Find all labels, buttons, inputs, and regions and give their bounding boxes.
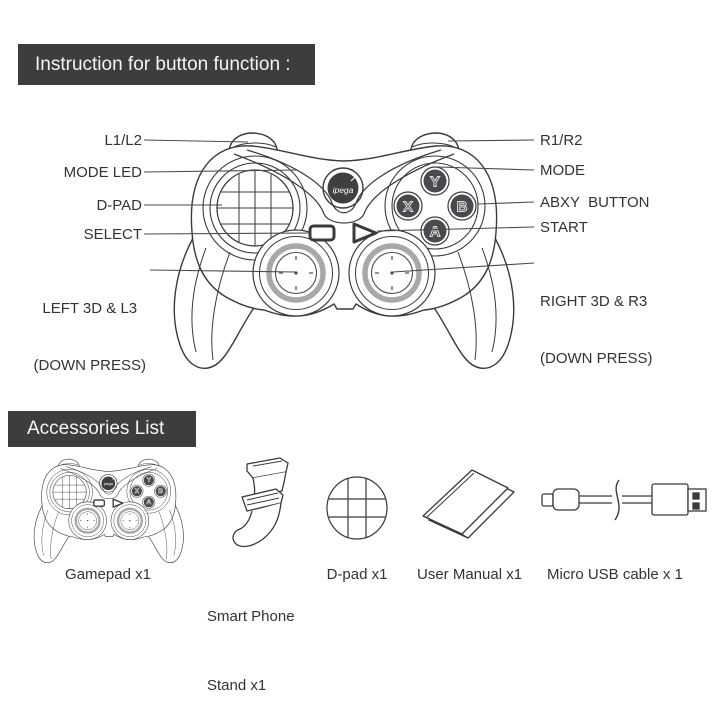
label-right-3d-r3-line2: (DOWN PRESS): [540, 350, 653, 367]
label-start: START: [540, 219, 588, 236]
leader-line-select: [143, 232, 311, 235]
leader-line-l1l2: [143, 139, 249, 143]
leader-lines: [143, 139, 535, 273]
b-button: B: [447, 191, 477, 221]
leader-line-left3d: [149, 269, 297, 273]
label-d-pad: D-PAD: [96, 197, 142, 214]
left-analog-stick: [252, 229, 340, 317]
label-abxy-button: ABXY BUTTON: [540, 194, 650, 211]
label-select: SELECT: [83, 226, 142, 243]
accessory-gamepad-drawing: [32, 457, 185, 564]
d-pad: [216, 169, 294, 247]
select-button: [308, 224, 336, 242]
x-button: X: [393, 191, 423, 221]
abxy-buttons: Y X B A: [393, 166, 477, 246]
leader-line-r1r2: [447, 139, 535, 142]
x-button-letter: X: [403, 199, 413, 216]
leader-line-mode: [436, 166, 535, 171]
accessory-label-dpad: D-pad x1: [326, 566, 388, 583]
label-l1-l2: L1/L2: [104, 132, 142, 149]
accessory-user-manual-drawing: [422, 469, 515, 539]
a-button-letter: A: [430, 224, 441, 241]
leader-line-start: [376, 226, 535, 232]
y-button-letter: Y: [430, 174, 440, 191]
label-left-3d-l3-line1: LEFT 3D & L3: [42, 300, 138, 317]
a-button: A: [420, 216, 450, 246]
label-mode-led: MODE LED: [63, 164, 142, 181]
accessories-title: Accessories List: [27, 418, 165, 439]
grip-seams: [191, 247, 497, 361]
accessory-dpad-drawing: [326, 476, 388, 540]
label-right-3d-r3-line1: RIGHT 3D & R3: [540, 293, 648, 310]
accessory-label-phone-stand: Smart Phone Stand x1: [207, 559, 295, 720]
accessory-label-usb-cable: Micro USB cable x 1: [547, 566, 683, 583]
leader-line-mode-led: [143, 169, 299, 173]
accessories-title-bar: Accessories List: [8, 411, 196, 447]
accessory-phone-stand-drawing: [232, 457, 289, 548]
brand-logo: ipega: [322, 167, 364, 209]
accessory-label-phone-stand-line1: Smart Phone: [207, 608, 295, 625]
start-button: [352, 222, 378, 244]
brand-logo-text: ipega: [333, 185, 354, 195]
y-button: Y: [420, 166, 450, 196]
instruction-title-bar: Instruction for button function :: [18, 44, 315, 85]
leader-line-abxy: [477, 201, 535, 205]
faceplate-seams: [233, 149, 455, 224]
accessory-label-phone-stand-line2: Stand x1: [207, 677, 267, 694]
instruction-title: Instruction for button function :: [35, 53, 291, 75]
label-mode: MODE: [540, 162, 585, 179]
accessory-label-gamepad: Gamepad x1: [65, 566, 151, 583]
right-analog-stick: [348, 229, 436, 317]
accessory-label-user-manual: User Manual x1: [417, 566, 523, 583]
label-right-3d-r3: RIGHT 3D & R3 (DOWN PRESS): [540, 254, 653, 406]
accessory-usb-cable-drawing: [541, 479, 707, 521]
label-r1-r2: R1/R2: [540, 132, 583, 149]
label-left-3d-l3-line2: (DOWN PRESS): [33, 357, 147, 374]
leader-line-right3d: [392, 262, 535, 273]
label-left-3d-l3: LEFT 3D & L3 (DOWN PRESS): [34, 261, 147, 413]
b-button-letter: B: [457, 199, 468, 216]
controller-drawing: ipega: [173, 132, 515, 369]
